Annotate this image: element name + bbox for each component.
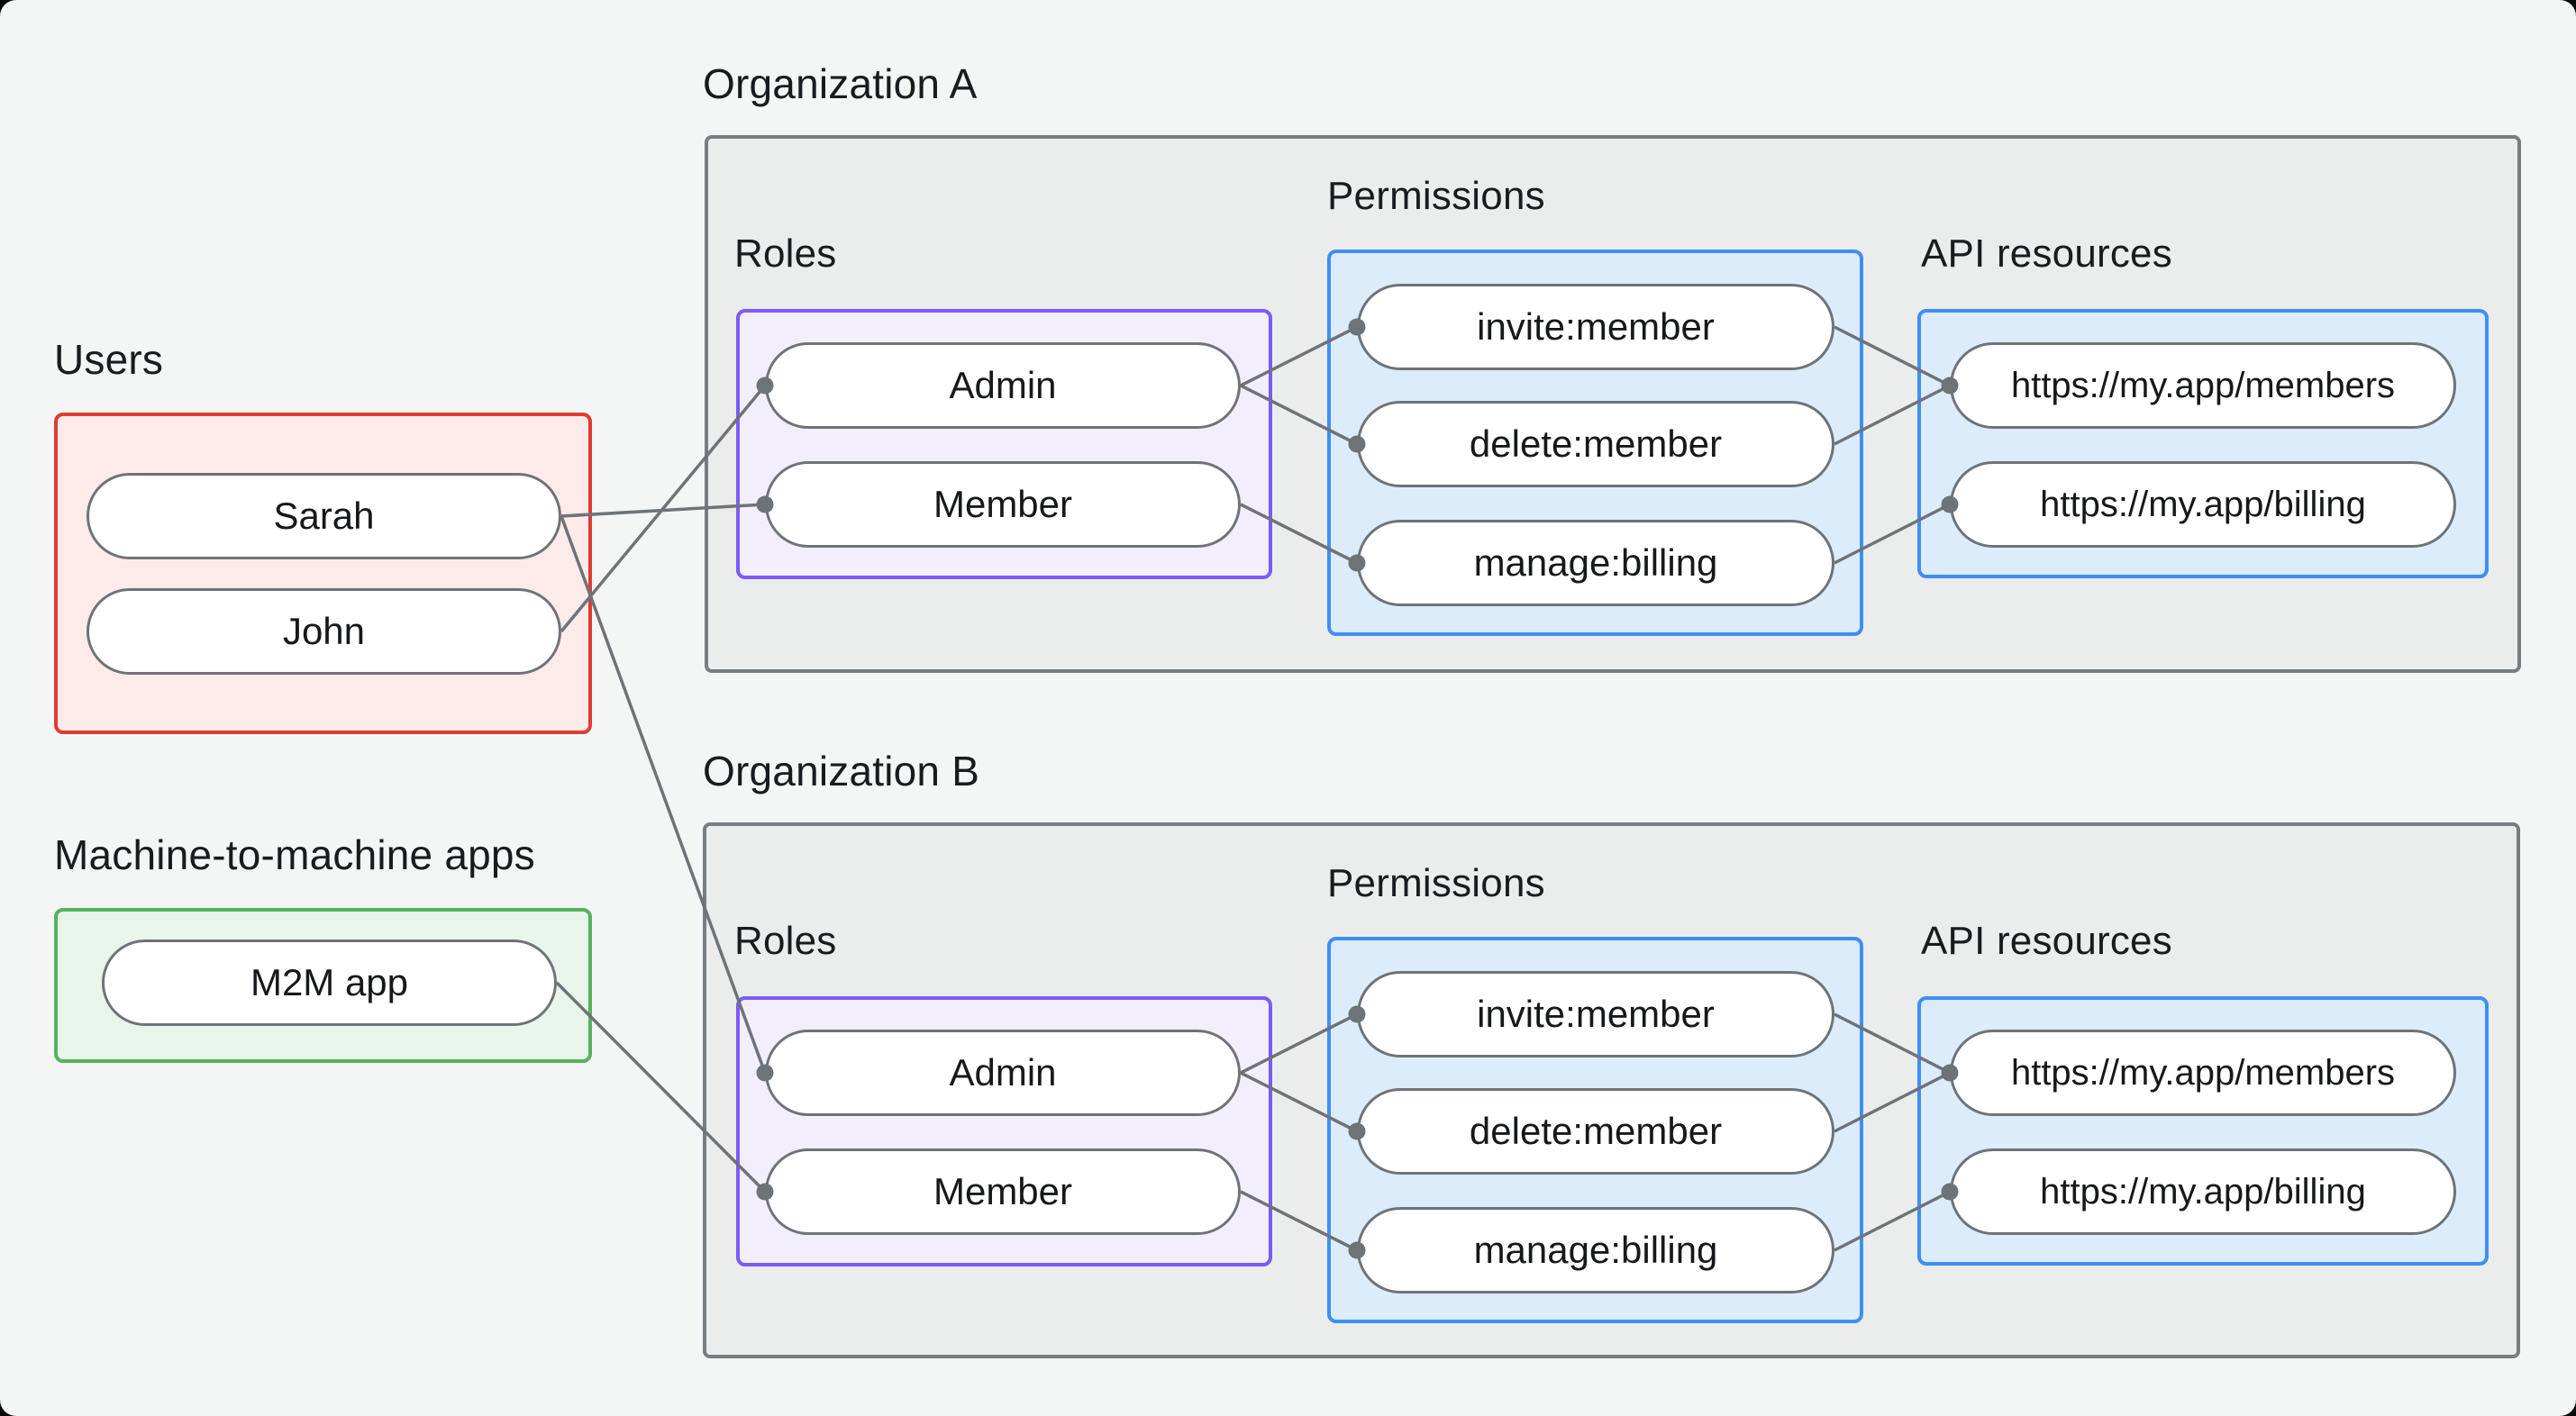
users-section-label: Users — [54, 336, 164, 383]
org-b-title: Organization B — [703, 748, 980, 794]
org-b-role-member: Member — [765, 1148, 1241, 1235]
org-a-permissions-label: Permissions — [1327, 174, 1545, 218]
org-b-roles-label: Roles — [734, 919, 837, 963]
m2m-node-app: M2M app — [102, 939, 557, 1026]
org-b-permission-invite: invite:member — [1357, 971, 1834, 1057]
org-b-api-billing: https://my.app/billing — [1950, 1148, 2456, 1235]
users-group-box — [54, 413, 592, 734]
org-a-api-billing: https://my.app/billing — [1950, 461, 2456, 548]
org-b-api-label: API resources — [1921, 919, 2172, 963]
user-node-sarah: Sarah — [86, 473, 561, 559]
org-a-title: Organization A — [703, 60, 978, 107]
user-node-john: John — [86, 588, 561, 675]
org-a-role-member: Member — [765, 461, 1241, 548]
org-b-api-members: https://my.app/members — [1950, 1030, 2456, 1116]
org-a-roles-label: Roles — [734, 231, 837, 276]
org-a-permission-invite: invite:member — [1357, 284, 1834, 370]
org-b-role-admin: Admin — [765, 1030, 1241, 1116]
org-b-permission-delete: delete:member — [1357, 1088, 1834, 1175]
org-a-role-admin: Admin — [765, 342, 1241, 429]
m2m-section-label: Machine-to-machine apps — [54, 831, 535, 878]
org-a-api-label: API resources — [1921, 231, 2172, 276]
org-b-permission-manage: manage:billing — [1357, 1207, 1834, 1293]
org-b-permissions-label: Permissions — [1327, 861, 1545, 905]
org-a-api-members: https://my.app/members — [1950, 342, 2456, 429]
org-a-permission-delete: delete:member — [1357, 401, 1834, 487]
org-a-permission-manage: manage:billing — [1357, 520, 1834, 606]
